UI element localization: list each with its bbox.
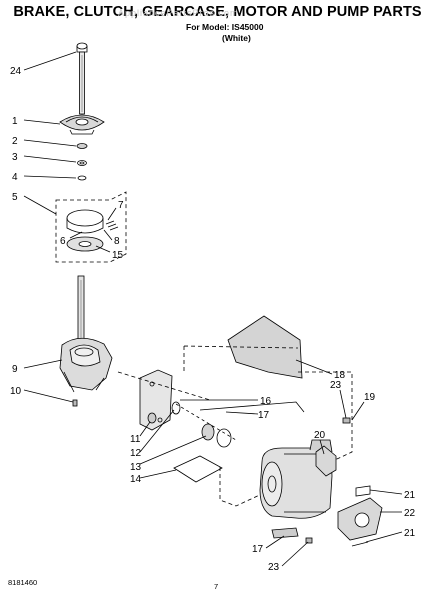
callout-10: 10 [10,386,22,397]
callout-12: 12 [130,448,142,459]
callout-15: 15 [112,250,124,261]
part-callouts: 24 1 2 3 4 5 7 6 8 15 9 10 11 12 13 14 1… [10,66,416,573]
callout-21-upper: 21 [404,490,416,501]
callout-9: 9 [12,364,18,375]
callout-19: 19 [364,392,376,403]
callout-17-upper: 17 [258,410,270,421]
callout-22: 22 [404,508,416,519]
callout-23-lower: 23 [268,562,280,573]
callout-8: 8 [114,236,120,247]
callout-7: 7 [118,200,124,211]
document-number: 8181460 [8,578,38,587]
page-number: 7 [214,582,219,591]
callout-21-lower: 21 [404,528,416,539]
callout-5: 5 [12,192,18,203]
callout-20: 20 [314,430,326,441]
callout-16: 16 [260,396,272,407]
callout-1: 1 [12,116,18,127]
callout-4: 4 [12,172,18,183]
callout-11: 11 [130,434,141,445]
color-line: (White) [222,33,251,43]
callout-14: 14 [130,474,142,485]
callout-2: 2 [12,136,18,147]
callout-6: 6 [60,236,66,247]
callout-17-lower: 17 [252,544,264,555]
callout-23-upper: 23 [330,380,342,391]
callout-3: 3 [12,152,18,163]
callout-18: 18 [334,370,346,381]
callout-24: 24 [10,66,22,77]
callout-13: 13 [130,462,142,473]
watermark: AppliancePartsPros.com [118,8,239,18]
model-line: For Model: IS45000 [186,22,264,32]
page-title: BRAKE, CLUTCH, GEARCASE, MOTOR AND PUMP … [13,4,422,20]
